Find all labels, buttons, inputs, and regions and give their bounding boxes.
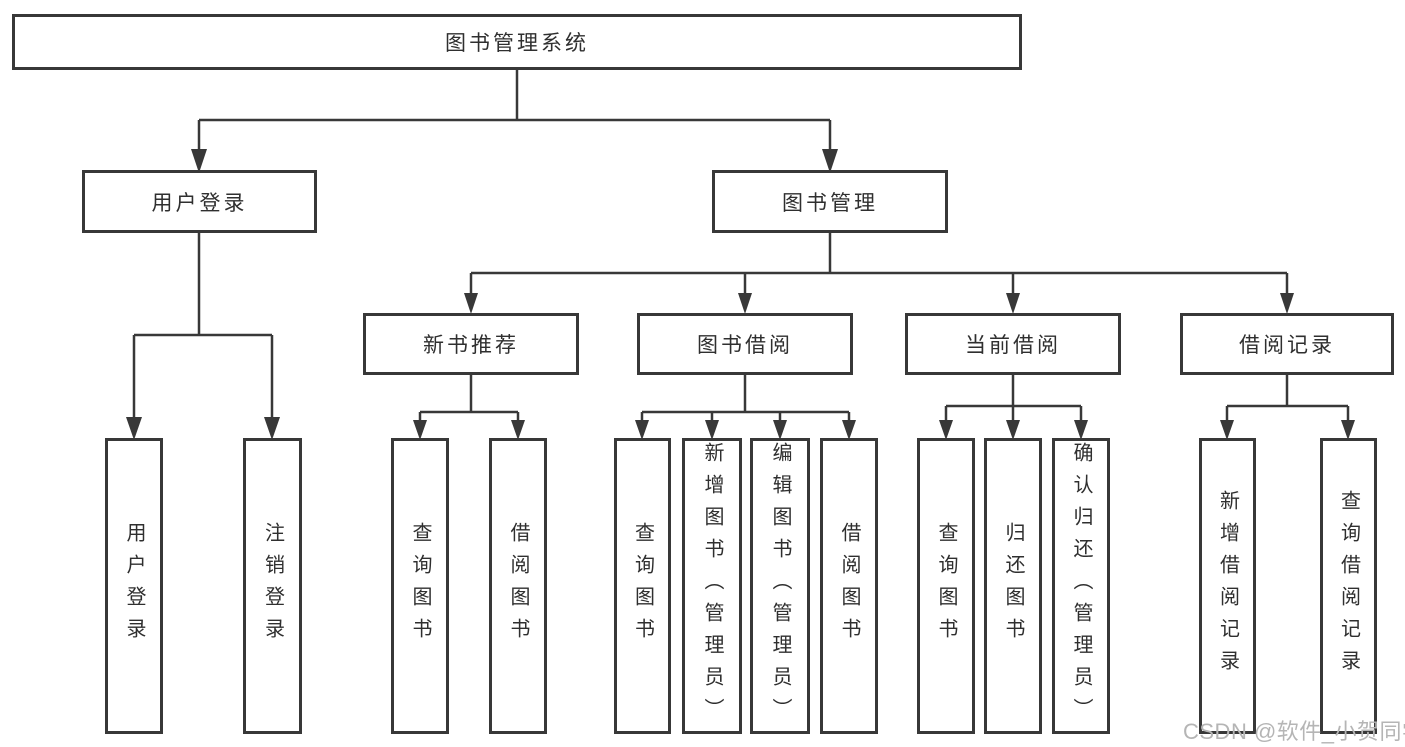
leaf-nb-borrow-books: 借阅图书 bbox=[489, 438, 547, 734]
node-new-book-recommend: 新书推荐 bbox=[363, 313, 579, 375]
leaf-user-login-label: 用户登录 bbox=[123, 522, 145, 650]
node-book-management: 图书管理 bbox=[712, 170, 948, 233]
leaf-nb-borrow-books-label: 借阅图书 bbox=[507, 522, 529, 650]
node-new-book-recommend-label: 新书推荐 bbox=[423, 334, 519, 357]
node-root: 图书管理系统 bbox=[12, 14, 1022, 70]
leaf-bb-query-books-label: 查询图书 bbox=[631, 522, 654, 650]
node-book-borrowing: 图书借阅 bbox=[637, 313, 853, 375]
leaf-bb-query-books: 查询图书 bbox=[614, 438, 671, 734]
node-borrow-records: 借阅记录 bbox=[1180, 313, 1394, 375]
leaf-nb-query-books-label: 查询图书 bbox=[409, 522, 431, 650]
node-borrow-records-label: 借阅记录 bbox=[1239, 334, 1335, 357]
node-current-borrowing: 当前借阅 bbox=[905, 313, 1121, 375]
leaf-bb-add-books-admin-label: 新增图书（管理员） bbox=[701, 442, 723, 730]
node-root-label: 图书管理系统 bbox=[445, 32, 589, 55]
leaf-cb-return-books: 归还图书 bbox=[984, 438, 1042, 734]
node-book-borrowing-label: 图书借阅 bbox=[697, 334, 793, 357]
leaf-cb-return-books-label: 归还图书 bbox=[1002, 522, 1024, 650]
leaf-br-add-record-label: 新增借阅记录 bbox=[1216, 490, 1239, 682]
leaf-cb-query-books-label: 查询图书 bbox=[935, 522, 957, 650]
node-current-borrowing-label: 当前借阅 bbox=[965, 334, 1061, 357]
node-user-login: 用户登录 bbox=[82, 170, 317, 233]
leaf-cb-query-books: 查询图书 bbox=[917, 438, 975, 734]
leaf-logout-label: 注销登录 bbox=[261, 522, 284, 650]
leaf-br-add-record: 新增借阅记录 bbox=[1199, 438, 1256, 734]
leaf-bb-add-books-admin: 新增图书（管理员） bbox=[682, 438, 742, 734]
leaf-cb-confirm-return-admin-label: 确认归还（管理员） bbox=[1070, 442, 1092, 730]
node-book-management-label: 图书管理 bbox=[782, 191, 878, 215]
leaf-bb-edit-books-admin: 编辑图书（管理员） bbox=[750, 438, 810, 734]
leaf-bb-borrow-books-label: 借阅图书 bbox=[838, 522, 860, 650]
node-user-login-label: 用户登录 bbox=[151, 191, 248, 215]
leaf-cb-confirm-return-admin: 确认归还（管理员） bbox=[1052, 438, 1110, 734]
leaf-bb-borrow-books: 借阅图书 bbox=[820, 438, 878, 734]
leaf-bb-edit-books-admin-label: 编辑图书（管理员） bbox=[769, 442, 791, 730]
watermark-text: CSDN @软件_小贺同学 bbox=[1183, 719, 1405, 744]
leaf-br-query-record-label: 查询借阅记录 bbox=[1337, 490, 1360, 682]
leaf-nb-query-books: 查询图书 bbox=[391, 438, 449, 734]
leaf-user-login: 用户登录 bbox=[105, 438, 163, 734]
leaf-logout: 注销登录 bbox=[243, 438, 302, 734]
leaf-br-query-record: 查询借阅记录 bbox=[1320, 438, 1377, 734]
